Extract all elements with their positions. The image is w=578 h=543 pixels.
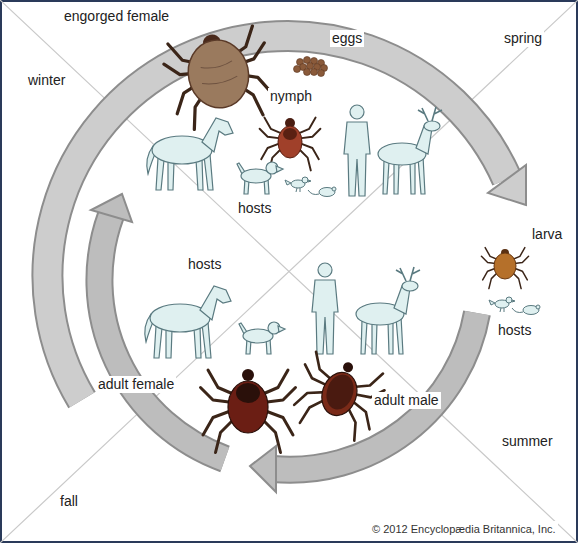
tick-stage-label: eggs [330, 30, 364, 47]
top-hosts [147, 105, 442, 197]
middle-hosts [145, 263, 420, 358]
tick-stage-label: larva [530, 226, 564, 243]
season-label: winter [26, 72, 67, 89]
engorged-female-tick [160, 24, 279, 133]
tick-stage-label: engorged female [62, 8, 171, 25]
season-label: spring [502, 30, 544, 47]
season-label: fall [58, 493, 80, 510]
host-label: hosts [236, 200, 273, 217]
cycle-arrows [47, 36, 526, 492]
season-label: summer [500, 433, 555, 450]
host-label: hosts [186, 256, 223, 273]
larva-tick [481, 248, 528, 289]
tick-stage-label: adult female [96, 376, 176, 393]
larva-hosts [489, 297, 540, 315]
adult-female-tick [201, 369, 296, 453]
tick-stage-label: nymph [268, 88, 314, 105]
tick-stage-label: adult male [372, 392, 441, 409]
eggs [294, 57, 328, 77]
host-label: hosts [496, 322, 533, 339]
copyright-notice: © 2012 Encyclopædia Britannica, Inc. [370, 521, 558, 538]
